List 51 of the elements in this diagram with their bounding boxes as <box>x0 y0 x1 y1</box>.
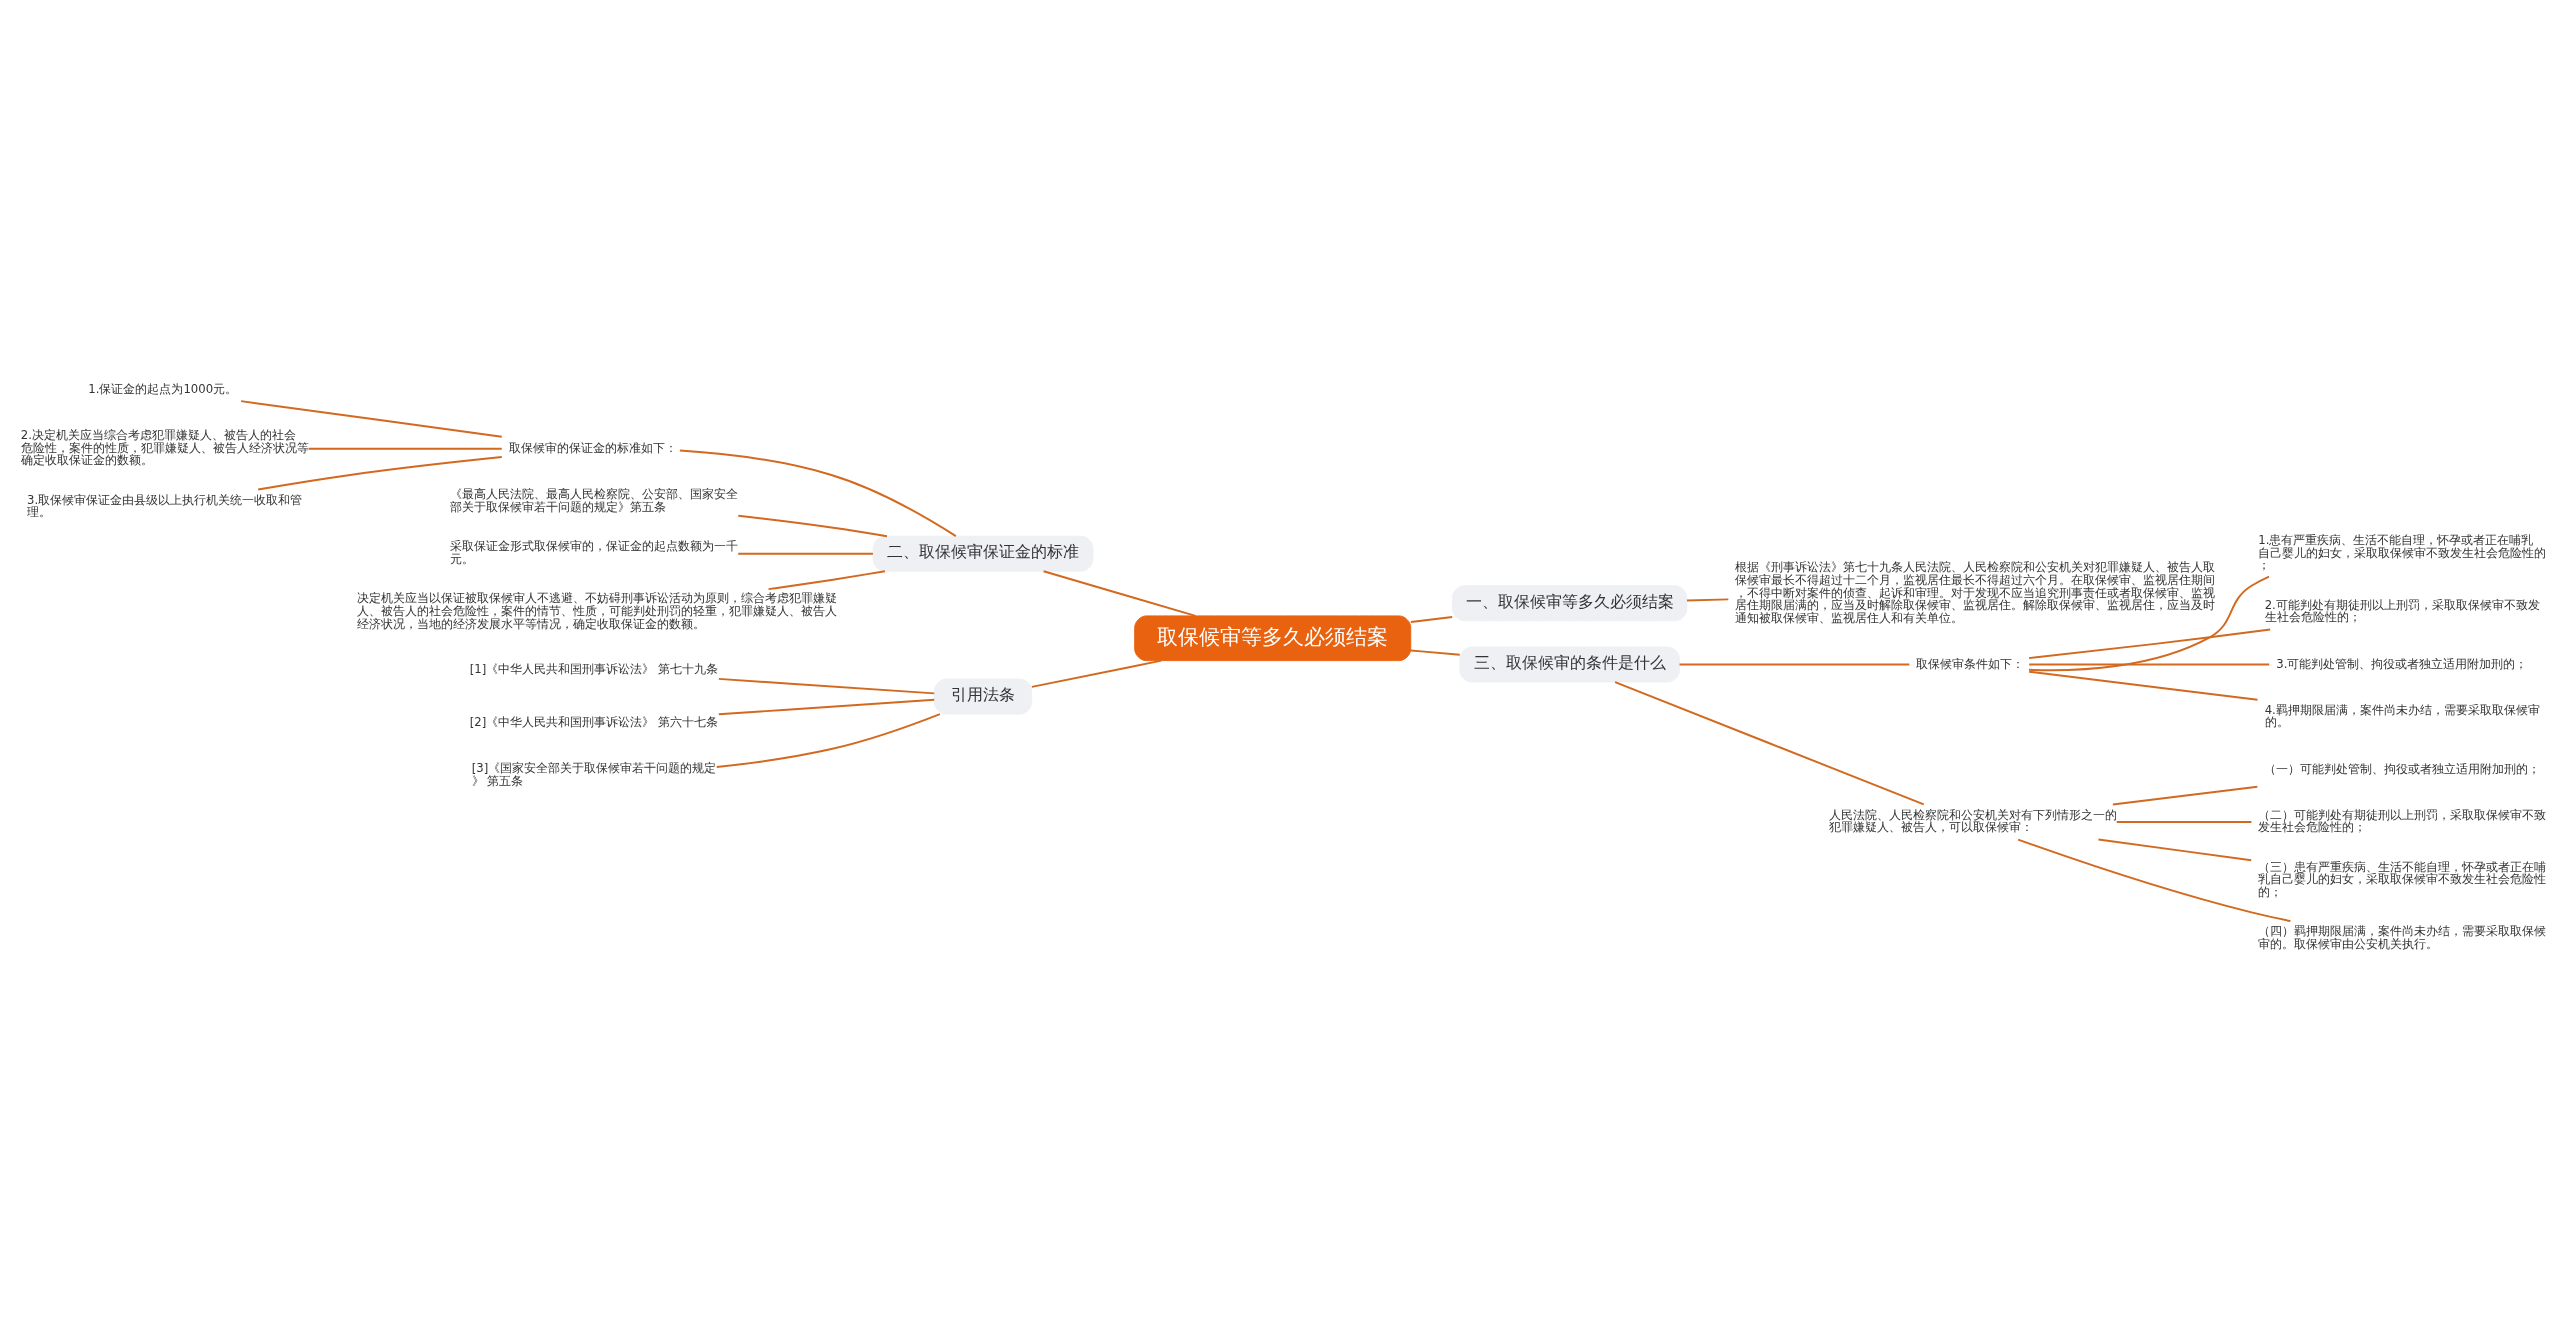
node-text: 1.保证金的起点为1000元。 <box>88 382 238 397</box>
connector <box>737 552 874 555</box>
node-box: 一、取保候审等多久必须结案 <box>1452 585 1688 622</box>
connector <box>2028 575 2270 672</box>
node-text: 取保候审的保证金的标准如下： <box>508 440 677 455</box>
node-box: 引用法条 <box>933 678 1033 715</box>
connector <box>2115 821 2253 823</box>
connector <box>307 447 503 450</box>
node-text: 决定机关应当以保证被取保候审人不逃避、不妨碍刑事诉讼活动为原则，综合考虑犯罪嫌疑人、被告人的社会危险性，案件的情节、性质，可能判处刑罚的轻重，犯罪嫌疑人、被告人经济状况，当地的经济发展水平等情况，确定收取保证金的数额。 <box>357 591 838 631</box>
connector <box>1030 659 1163 688</box>
connector <box>1409 649 1461 656</box>
connector <box>2097 838 2253 862</box>
node-text: （三）患有严重疾病、生活不能自理，怀孕或者正在哺乳自己婴儿的妇女，采取取保候审不致发生社会危险性的； <box>2258 859 2547 899</box>
node-text: [1]《中华人民共和国刑事诉讼法》 第七十九条 <box>469 662 719 677</box>
node-text: 1.患有严重疾病、生活不能自理，怀孕或者正在哺乳自己婴儿的妇女，采取取保候审不致发生社会危险性的； <box>2258 533 2547 573</box>
connector <box>1678 663 1911 666</box>
connector <box>240 400 503 438</box>
connector <box>1614 681 1925 806</box>
connector <box>2017 838 2292 922</box>
connector <box>2028 670 2259 701</box>
node-text: 3.可能判处管制、拘役或者独立适用附加刑的； <box>2276 656 2528 671</box>
connector <box>2028 663 2271 666</box>
connector <box>767 570 886 591</box>
connector <box>1409 616 1454 623</box>
connector <box>717 698 936 716</box>
node-text: 取保候审条件如下： <box>1916 656 2025 671</box>
node-text: （四）羁押期限届满，案件尚未办结，需要采取取保候审的。取保候审由公安机关执行。 <box>2258 924 2547 951</box>
connector <box>1042 570 1197 617</box>
node-box: 二、取保候审保证金的标准 <box>872 535 1094 572</box>
node-text: 2.决定机关应当综合考虑犯罪嫌疑人、被告人的社会危险性，案件的性质，犯罪嫌疑人、被告人经济状况等确定收取保证金的数额。 <box>20 428 309 468</box>
connector <box>717 677 936 695</box>
node-text: 人民法院、人民检察院和公安机关对有下列情形之一的犯罪嫌疑人、被告人，可以取保候审： <box>1828 807 2117 835</box>
node-text: 《最高人民法院、最高人民检察院、公安部、国家安全部关于取保候审若干问题的规定》第五条 <box>450 486 739 514</box>
node-box: 三、取保候审的条件是什么 <box>1459 646 1680 683</box>
connector <box>1686 598 1730 602</box>
connector <box>2028 628 2272 660</box>
connector <box>257 456 503 491</box>
connector <box>737 514 888 538</box>
node-text: [3]《国家安全部关于取保候审若干问题的规定》 第五条 <box>471 761 717 788</box>
node-text: （二）可能判处有期徒刑以上刑罚，采取取保候审不致发生社会危险性的； <box>2258 807 2547 835</box>
connector <box>2111 785 2259 806</box>
node-text: 4.羁押期限届满，案件尚未办结，需要采取取保候审的。 <box>2264 702 2540 730</box>
node-text: （一）可能判处管制、拘役或者独立适用附加刑的； <box>2264 761 2541 776</box>
node-text: 2.可能判处有期徒刑以上刑罚，采取取保候审不致发生社会危险性的； <box>2264 597 2540 625</box>
node-text: 采取保证金形式取保候审的，保证金的起点数额为一千元。 <box>450 539 739 567</box>
node-text: 根据《刑事诉讼法》第七十九条人民法院、人民检察院和公安机关对犯罪嫌疑人、被告人取保候审最长不得超过十二个月，监视居住最长不得超过六个月。在取保候审、监视居住期间，不得中断对案件的侦查、起诉和审理。对于发现不应当追究刑事责任或者取保候审、监视居住期限届满的，应当及时解除取保候审、监视居住。解除取保候审、监视居住，应当及时通知被取保候审、监视居住人和有关单位。 <box>1735 560 2216 625</box>
node-text: [2]《中华人民共和国刑事诉讼法》 第六十七条 <box>469 714 719 729</box>
connector <box>678 449 957 538</box>
node-box: 取保候审等多久必须结案 <box>1134 615 1412 662</box>
node-text: 3.取保候审保证金由县级以上执行机关统一收取和管理。 <box>27 492 303 520</box>
connector <box>715 713 941 768</box>
